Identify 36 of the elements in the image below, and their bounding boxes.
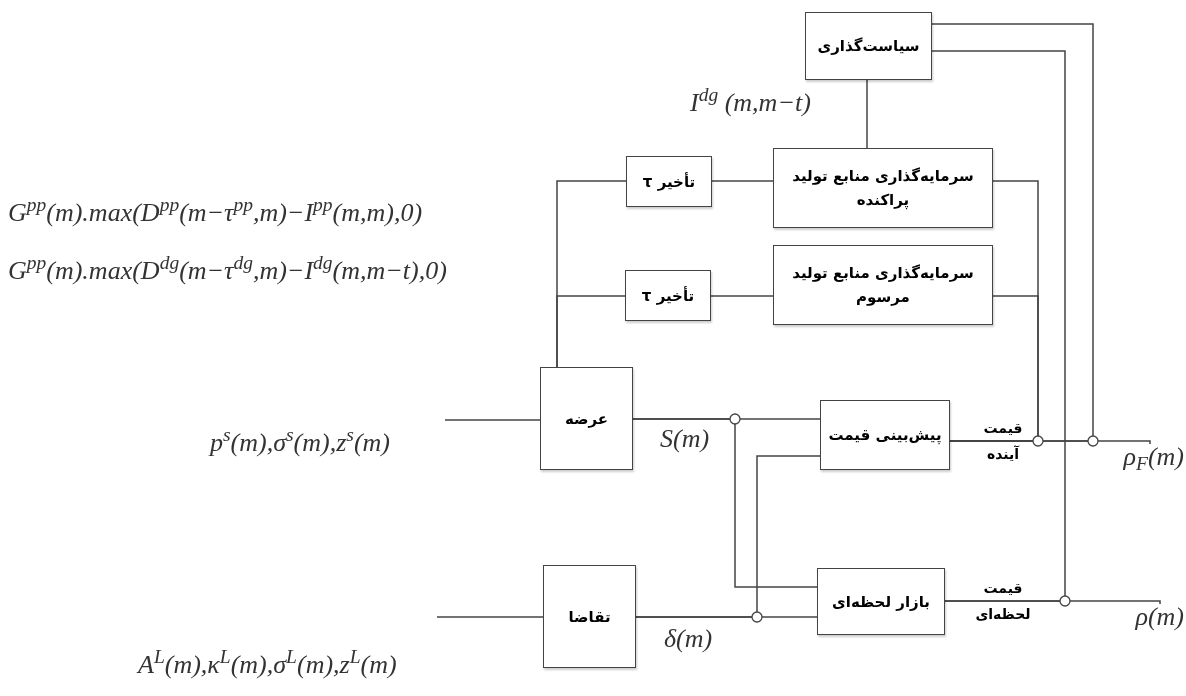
- connector-line: [710, 295, 774, 297]
- box-label: تأخیر τ: [642, 171, 696, 193]
- box-label: پیش‌بینی قیمت: [828, 425, 942, 446]
- connector-line: [931, 50, 1066, 602]
- process-box: [805, 12, 932, 80]
- math-expression: A$^{L}$(m),κ$^{L}$(m),σ$^{L}$(m),z$^{L}$(m): [138, 652, 398, 678]
- connector-line: [931, 23, 1094, 442]
- box-label: سرمایه‌گذاری منابع تولید مرسوم: [791, 263, 975, 308]
- edge-label: قیمت آینده: [982, 419, 1024, 464]
- connector-line: [436, 616, 544, 618]
- box-label: تقاضا: [568, 606, 611, 628]
- math-expression: p$^{s}$(m),σ$^{s}$(m),z$^{s}$(m): [210, 430, 391, 456]
- process-box: [543, 565, 636, 668]
- math-expression: G$^{pp}$(m).max(D$^{pp}$(m−τ$^{pp}$,m)−I$^{pp}$(m,m),0): [8, 200, 424, 226]
- box-label: عرضه: [564, 408, 609, 430]
- box-label: بازار لحظه‌ای: [832, 591, 930, 613]
- connector-line: [866, 79, 868, 149]
- connector-line: [444, 419, 541, 421]
- process-box: [773, 148, 993, 228]
- output-signal-label: ρ(m): [1114, 604, 1184, 630]
- connector-line: [711, 180, 774, 182]
- math-expression: G$^{pp}$(m).max(D$^{dg}$(m−τ$^{dg}$,m)−I$^{dg}$(m,m−t),0): [8, 258, 448, 284]
- process-box: [773, 245, 993, 325]
- process-box: [626, 156, 712, 207]
- process-box: [820, 400, 950, 470]
- box-label: تأخیر τ: [641, 285, 695, 307]
- process-box: [540, 367, 633, 470]
- edge-label: قیمت لحظه‌ای: [974, 579, 1032, 624]
- box-label: سرمایه‌گذاری منابع تولید پراکنده: [791, 166, 975, 212]
- connector-line: [635, 455, 821, 618]
- process-box: [625, 270, 711, 321]
- connector-line: [632, 418, 818, 588]
- process-box: [817, 568, 945, 635]
- output-signal-label: ρ$_{F}$(m): [1110, 444, 1184, 470]
- connector-line: [556, 295, 626, 368]
- box-label: سیاست‌گذاری: [817, 36, 920, 57]
